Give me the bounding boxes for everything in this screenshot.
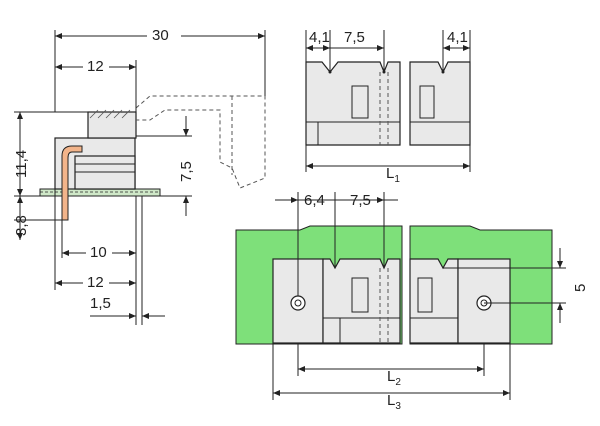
dim-bottom-15-label: 1,5 xyxy=(90,295,111,312)
bottom-view: 6,4 7,5 5 L2 L3 xyxy=(235,192,589,412)
dim-bottom-10-label: 10 xyxy=(90,244,107,261)
bottom-housing-right xyxy=(409,258,459,344)
length-3-label: L3 xyxy=(387,392,401,412)
dim-offset-label: 6,4 xyxy=(304,192,325,209)
dim-pitch-bottom-label: 7,5 xyxy=(350,192,371,209)
side-view: 30 12 11,4 3,8 7,5 10 12 xyxy=(13,25,266,325)
length-1-label: L1 xyxy=(386,165,400,185)
dim-pin-depth-label: 3,8 xyxy=(13,215,30,236)
pcb-board-side xyxy=(39,188,161,197)
dim-overall-label: 30 xyxy=(152,27,169,44)
length-2-label: L2 xyxy=(387,368,401,388)
dim-top-label: 12 xyxy=(87,58,104,75)
dim-right-label: 7,5 xyxy=(178,161,195,182)
dim-height-label: 11,4 xyxy=(13,150,30,178)
top-housing-left xyxy=(305,61,401,146)
top-view: 4,1 7,5 4,1 L1 xyxy=(305,29,471,185)
pin-side xyxy=(61,145,83,221)
dim-bottom-12-label: 12 xyxy=(87,274,104,291)
dim-right-pitch-label: 4,1 xyxy=(447,29,468,46)
dim-left-pitch-label: 4,1 xyxy=(309,29,330,46)
top-housing-right xyxy=(409,61,471,146)
mating-plug-outline xyxy=(135,95,266,189)
dim-pitch-top-label: 7,5 xyxy=(344,29,365,46)
dim-flange-label: 5 xyxy=(572,284,589,292)
